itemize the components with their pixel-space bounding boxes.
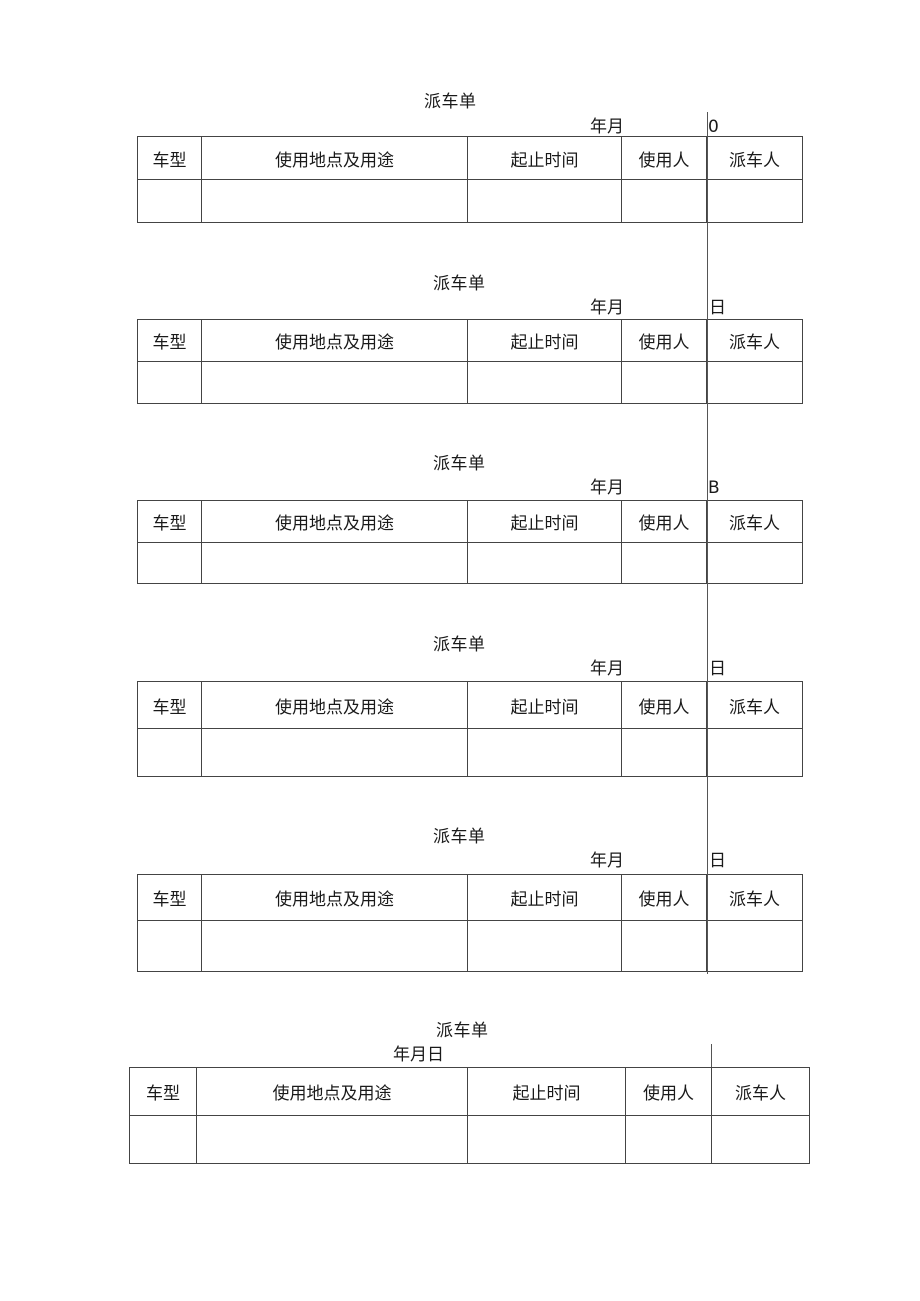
dispatch-table: 车型 使用地点及用途 起止时间 使用人 派车人 [137, 136, 803, 223]
dispatch-table: 车型 使用地点及用途 起止时间 使用人 派车人 [137, 874, 803, 972]
table-row [137, 361, 803, 404]
cell-dispatcher[interactable] [706, 361, 803, 404]
header-vehicle-type: 车型 [137, 500, 202, 543]
table-row [137, 179, 803, 223]
dispatch-table: 车型 使用地点及用途 起止时间 使用人 派车人 [129, 1067, 810, 1164]
cell-time-range[interactable] [467, 1115, 626, 1164]
cell-user[interactable] [621, 728, 707, 777]
cell-location-purpose[interactable] [201, 361, 468, 404]
header-user: 使用人 [621, 681, 707, 729]
header-dispatcher: 派车人 [706, 136, 803, 180]
cell-location-purpose[interactable] [201, 542, 468, 584]
header-location-purpose: 使用地点及用途 [201, 874, 468, 921]
cell-user[interactable] [621, 179, 707, 223]
table-header-row: 车型 使用地点及用途 起止时间 使用人 派车人 [137, 874, 803, 921]
table-header-row: 车型 使用地点及用途 起止时间 使用人 派车人 [137, 319, 803, 362]
header-vehicle-type: 车型 [129, 1067, 197, 1116]
header-location-purpose: 使用地点及用途 [201, 319, 468, 362]
header-time-range: 起止时间 [467, 1067, 626, 1116]
form-title: 派车单 [436, 1021, 489, 1041]
dispatch-table: 车型 使用地点及用途 起止时间 使用人 派车人 [137, 500, 803, 584]
header-time-range: 起止时间 [467, 136, 622, 180]
cell-dispatcher[interactable] [706, 728, 803, 777]
header-user: 使用人 [621, 136, 707, 180]
header-time-range: 起止时间 [467, 681, 622, 729]
form-title: 派车单 [433, 635, 486, 655]
form-date-day: B [708, 478, 720, 498]
cell-dispatcher[interactable] [711, 1115, 810, 1164]
form-date-day: 日 [709, 851, 726, 871]
header-dispatcher: 派车人 [706, 681, 803, 729]
table-header-row: 车型 使用地点及用途 起止时间 使用人 派车人 [137, 681, 803, 729]
cell-location-purpose[interactable] [201, 179, 468, 223]
header-vehicle-type: 车型 [137, 874, 202, 921]
header-time-range: 起止时间 [467, 319, 622, 362]
form-date-year-month: 年月日 [393, 1045, 444, 1065]
header-time-range: 起止时间 [467, 500, 622, 543]
cell-time-range[interactable] [467, 728, 622, 777]
header-vehicle-type: 车型 [137, 319, 202, 362]
cell-location-purpose[interactable] [201, 728, 468, 777]
form-date-year-month: 年月 [590, 659, 624, 679]
table-header-row: 车型 使用地点及用途 起止时间 使用人 派车人 [137, 500, 803, 543]
header-user: 使用人 [621, 319, 707, 362]
header-user: 使用人 [621, 874, 707, 921]
header-vehicle-type: 车型 [137, 681, 202, 729]
cell-vehicle-type[interactable] [137, 728, 202, 777]
form-date-day: 日 [709, 298, 726, 318]
cell-vehicle-type[interactable] [137, 361, 202, 404]
form-title: 派车单 [433, 454, 486, 474]
cell-time-range[interactable] [467, 542, 622, 584]
cell-dispatcher[interactable] [706, 920, 803, 972]
dispatch-table: 车型 使用地点及用途 起止时间 使用人 派车人 [137, 681, 803, 777]
table-row [129, 1115, 810, 1164]
header-dispatcher: 派车人 [706, 319, 803, 362]
dispatch-table: 车型 使用地点及用途 起止时间 使用人 派车人 [137, 319, 803, 404]
cell-vehicle-type[interactable] [137, 920, 202, 972]
divider-line [707, 112, 708, 974]
cell-location-purpose[interactable] [196, 1115, 468, 1164]
cell-time-range[interactable] [467, 920, 622, 972]
form-date-year-month: 年月 [590, 478, 624, 498]
header-dispatcher: 派车人 [706, 500, 803, 543]
header-user: 使用人 [625, 1067, 712, 1116]
table-header-row: 车型 使用地点及用途 起止时间 使用人 派车人 [137, 136, 803, 180]
table-row [137, 920, 803, 972]
form-date-day: 日 [709, 659, 726, 679]
cell-time-range[interactable] [467, 361, 622, 404]
header-location-purpose: 使用地点及用途 [201, 500, 468, 543]
form-title: 派车单 [433, 827, 486, 847]
header-location-purpose: 使用地点及用途 [196, 1067, 468, 1116]
cell-location-purpose[interactable] [201, 920, 468, 972]
header-vehicle-type: 车型 [137, 136, 202, 180]
table-row [137, 728, 803, 777]
form-title: 派车单 [433, 274, 486, 294]
cell-user[interactable] [621, 920, 707, 972]
header-location-purpose: 使用地点及用途 [201, 681, 468, 729]
cell-vehicle-type[interactable] [129, 1115, 197, 1164]
form-date-year-month: 年月 [590, 298, 624, 318]
form-date-day: 0 [708, 117, 719, 137]
cell-vehicle-type[interactable] [137, 542, 202, 584]
cell-user[interactable] [625, 1115, 712, 1164]
cell-time-range[interactable] [467, 179, 622, 223]
header-time-range: 起止时间 [467, 874, 622, 921]
cell-dispatcher[interactable] [706, 542, 803, 584]
header-location-purpose: 使用地点及用途 [201, 136, 468, 180]
header-user: 使用人 [621, 500, 707, 543]
header-dispatcher: 派车人 [711, 1067, 810, 1116]
cell-vehicle-type[interactable] [137, 179, 202, 223]
form-date-year-month: 年月 [590, 117, 624, 137]
table-header-row: 车型 使用地点及用途 起止时间 使用人 派车人 [129, 1067, 810, 1116]
divider-line [711, 1044, 712, 1068]
header-dispatcher: 派车人 [706, 874, 803, 921]
table-row [137, 542, 803, 584]
cell-user[interactable] [621, 542, 707, 584]
cell-dispatcher[interactable] [706, 179, 803, 223]
form-title: 派车单 [424, 92, 477, 112]
cell-user[interactable] [621, 361, 707, 404]
form-date-year-month: 年月 [590, 851, 624, 871]
